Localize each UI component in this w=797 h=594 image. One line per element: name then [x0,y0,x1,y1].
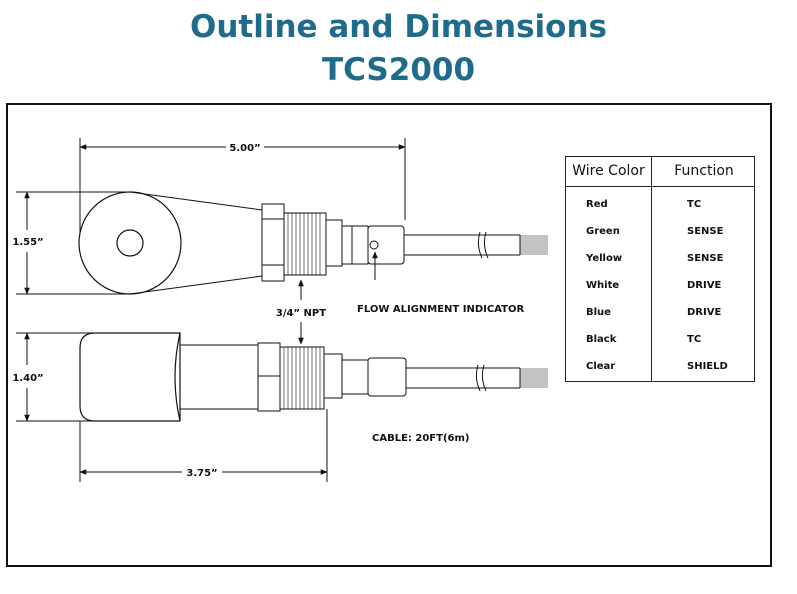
bottom-view-sensor [79,332,548,422]
wire-color-cell: Clear [586,361,616,372]
drawing-frame [6,103,772,567]
wire-color-cell: Yellow [586,253,623,264]
wire-function-cell: TC [687,334,702,345]
table-row: Yellow SENSE [566,253,756,273]
dimension-height-top-label: 1.55” [12,237,43,248]
wire-function-cell: SENSE [687,253,724,264]
dimension-length-bottom-label: 3.75” [186,468,217,479]
wire-color-cell: Blue [586,307,611,318]
flow-indicator-label: FLOW ALIGNMENT INDICATOR [357,304,524,315]
table-column-divider [651,157,652,381]
wire-function-cell: SENSE [687,226,724,237]
table-header-function: Function [674,163,734,179]
page-title: Outline and Dimensions [189,9,607,45]
table-row: Clear SHIELD [566,361,756,381]
table-row: Black TC [566,334,756,354]
table-row: White DRIVE [566,280,756,300]
table-row: Blue DRIVE [566,307,756,327]
table-header-wire-color: Wire Color [572,163,645,179]
dimension-length-bottom [79,409,328,482]
dimension-length-top-label: 5.00” [229,143,260,154]
wire-color-cell: Red [586,199,608,210]
table-row: Red TC [566,199,756,219]
wire-function-cell: DRIVE [687,280,722,291]
wire-function-cell: TC [687,199,702,210]
wire-function-cell: SHIELD [687,361,728,372]
wire-color-cell: White [586,280,620,291]
wire-color-cell: Green [586,226,620,237]
page-subtitle-model: TCS2000 [321,52,476,88]
top-view-sensor [78,191,548,295]
dimension-length-top [79,138,406,232]
dimension-height-bottom [16,332,95,422]
dimension-height-top [16,191,130,295]
table-header-divider [566,186,754,187]
npt-label: 3/4” NPT [276,308,326,319]
cable-label: CABLE: 20FT(6m) [372,433,469,444]
table-row: Green SENSE [566,226,756,246]
wire-color-table: Wire Color Function Red TC Green SENSE Y… [565,156,755,382]
dimension-height-bottom-label: 1.40” [12,373,43,384]
wire-color-cell: Black [586,334,617,345]
wire-function-cell: DRIVE [687,307,722,318]
